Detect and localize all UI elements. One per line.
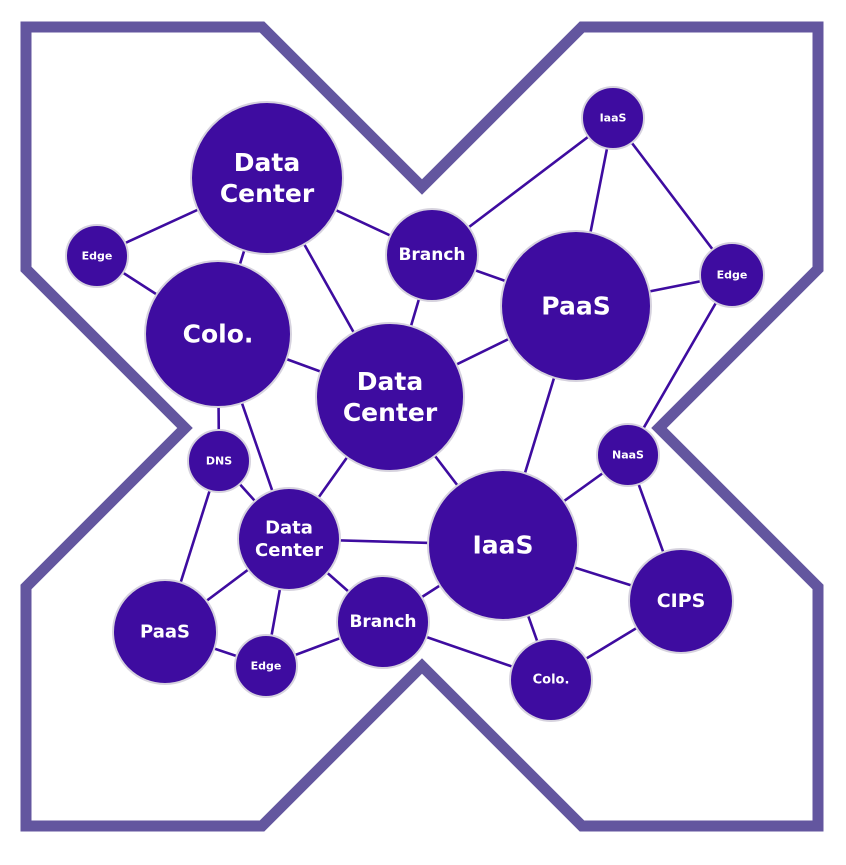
node-circle[interactable]	[427, 469, 579, 621]
node-circle[interactable]	[596, 423, 660, 487]
node-circle[interactable]	[500, 230, 652, 382]
node-circle[interactable]	[336, 575, 430, 669]
node-branch1[interactable]: Branch	[385, 208, 479, 302]
node-label: Center	[343, 398, 438, 427]
node-edge3[interactable]: Edge	[234, 634, 298, 698]
edge-edge2-naas	[626, 273, 734, 457]
node-circle[interactable]	[65, 224, 129, 288]
node-circle[interactable]	[187, 429, 251, 493]
node-colo2[interactable]: Colo.	[509, 638, 593, 722]
node-label: IaaS	[600, 112, 627, 125]
node-label: Branch	[349, 612, 416, 632]
node-circle[interactable]	[385, 208, 479, 302]
node-circle[interactable]	[112, 579, 218, 685]
node-circle[interactable]	[190, 101, 344, 255]
node-circle[interactable]	[699, 242, 765, 308]
node-circle[interactable]	[315, 322, 465, 472]
node-iaas1[interactable]: IaaS	[581, 86, 645, 150]
node-circle[interactable]	[509, 638, 593, 722]
node-label: NaaS	[612, 449, 644, 462]
node-edge1[interactable]: Edge	[65, 224, 129, 288]
node-label: Data	[234, 148, 300, 177]
node-label: Center	[255, 540, 323, 561]
node-label: Colo.	[183, 320, 254, 349]
node-paas2[interactable]: PaaS	[112, 579, 218, 685]
node-label: Data	[265, 517, 313, 538]
node-naas[interactable]: NaaS	[596, 423, 660, 487]
node-label: PaaS	[541, 292, 610, 321]
x-outline-shape	[20, 21, 824, 832]
nodes-layer: DataCenterEdgeColo.BranchDataCenterPaaSI…	[65, 86, 765, 722]
node-label: PaaS	[140, 622, 190, 643]
node-dns[interactable]: DNS	[187, 429, 251, 493]
node-label: Edge	[82, 250, 113, 263]
node-colo1[interactable]: Colo.	[144, 260, 292, 408]
node-label: Colo.	[533, 673, 570, 688]
node-iaas2[interactable]: IaaS	[427, 469, 579, 621]
node-label: IaaS	[472, 531, 533, 560]
node-cips[interactable]: CIPS	[628, 548, 734, 654]
node-paas1[interactable]: PaaS	[500, 230, 652, 382]
node-branch2[interactable]: Branch	[336, 575, 430, 669]
node-label: Center	[220, 179, 315, 208]
node-edge2[interactable]: Edge	[699, 242, 765, 308]
node-label: DNS	[206, 455, 232, 468]
node-circle[interactable]	[628, 548, 734, 654]
node-label: Edge	[717, 269, 748, 282]
node-circle[interactable]	[581, 86, 645, 150]
node-label: Data	[357, 367, 423, 396]
node-label: Edge	[251, 660, 282, 673]
node-circle[interactable]	[234, 634, 298, 698]
node-label: Branch	[398, 245, 465, 265]
node-circle[interactable]	[144, 260, 292, 408]
node-label: CIPS	[657, 590, 706, 612]
node-circle[interactable]	[237, 487, 341, 591]
